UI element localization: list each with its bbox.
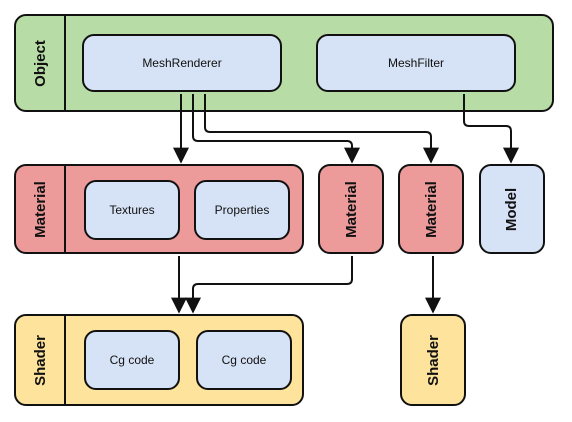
meshrenderer-box: MeshRenderer (82, 34, 282, 92)
properties-box: Properties (194, 180, 290, 240)
shader-2-box: Shader (400, 314, 466, 406)
object-label-cell: Object (16, 16, 66, 110)
arrow-material-2-to-shader (185, 256, 353, 314)
cg-code-label-1: Cg code (109, 353, 155, 367)
cg-code-label-2: Cg code (221, 353, 267, 367)
meshfilter-box: MeshFilter (316, 34, 516, 92)
object-container: Object MeshRenderer MeshFilter (14, 14, 554, 112)
model-label: Model (503, 187, 521, 231)
cg-code-box-1: Cg code (84, 330, 180, 390)
meshrenderer-label: MeshRenderer (142, 56, 222, 70)
properties-label: Properties (214, 203, 270, 217)
material-main-label-cell: Material (16, 166, 66, 252)
textures-box: Textures (84, 180, 180, 240)
model-box: Model (479, 164, 545, 254)
shader-2-label: Shader (424, 334, 442, 386)
shader-main-label: Shader (31, 334, 49, 386)
shader-main-container: Shader Cg code Cg code (14, 314, 304, 406)
material-3-label: Material (422, 180, 440, 238)
textures-label: Textures (109, 203, 155, 217)
object-label: Object (31, 39, 49, 87)
material-main-label: Material (31, 180, 49, 238)
cg-code-box-2: Cg code (196, 330, 292, 390)
material-main-container: Material Textures Properties (14, 164, 304, 254)
shader-main-label-cell: Shader (16, 316, 66, 404)
meshfilter-label: MeshFilter (387, 56, 444, 70)
material-2-label: Material (342, 180, 360, 238)
material-3-box: Material (398, 164, 464, 254)
material-2-box: Material (318, 164, 384, 254)
